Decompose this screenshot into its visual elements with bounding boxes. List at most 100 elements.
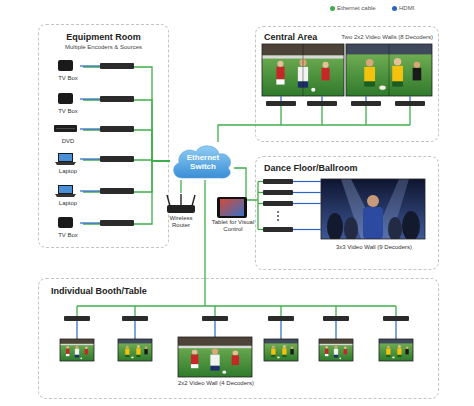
hdmi-cable	[280, 96, 281, 101]
node-label: Laptop	[47, 200, 89, 207]
hdmi-cable	[76, 321, 77, 339]
legend: Ethernet cableHDMI	[0, 0, 474, 20]
laptop-screen	[59, 186, 72, 193]
central-area-walls	[255, 44, 432, 125]
wireless-router: Wireless Router	[162, 193, 200, 231]
ethernet-cable	[257, 182, 258, 230]
node-label: Central Area	[264, 32, 354, 42]
ethernet-cable	[255, 199, 258, 200]
ethernet-connector	[180, 180, 181, 193]
ethernet-cable	[255, 124, 410, 125]
hdmi-cable	[80, 128, 100, 129]
ethernet-connector	[83, 130, 170, 161]
node-sublabel: Two 2x2 Video Walls (8 Decoders)	[313, 34, 433, 41]
node-label: Equipment Room	[39, 32, 168, 42]
area-region: Individual Booth/Table 2x2 Video Wall (4 …	[38, 278, 439, 399]
node-label: Individual Booth/Table	[51, 286, 251, 296]
dance-floor-wall	[255, 179, 425, 241]
tv-box-icon	[58, 93, 73, 104]
source-device: TV Box	[53, 218, 83, 240]
decoder	[263, 227, 293, 232]
tv-box-icon	[58, 217, 73, 228]
ellipsis-dot	[277, 211, 279, 213]
hdmi-cable	[321, 96, 322, 101]
screen-frame	[319, 339, 353, 361]
ethernet-connector	[83, 161, 170, 224]
router-antenna	[192, 195, 195, 206]
hdmi-cable	[80, 190, 100, 191]
decoder	[383, 316, 409, 321]
decoder	[202, 316, 228, 321]
ethernet-cable	[258, 229, 263, 230]
booth-screen	[319, 339, 353, 361]
tablet-screen	[220, 199, 244, 216]
node-label: DVD	[47, 138, 89, 145]
hdmi-cable	[134, 321, 135, 339]
node-label: TV Box	[47, 108, 89, 115]
dvd-icon	[54, 125, 77, 132]
hdmi-cable	[293, 229, 321, 230]
cloud-outline	[174, 146, 231, 178]
ethernet-connector	[83, 160, 170, 161]
node-sublabel: Multiple Encoders & Sources	[39, 44, 168, 51]
hdmi-cable	[80, 222, 100, 223]
screen-frame	[60, 339, 94, 361]
screen-frame	[178, 337, 252, 377]
router-antenna	[167, 195, 170, 206]
node-label: Laptop	[47, 168, 89, 175]
ethernet-cable	[134, 306, 135, 316]
node-label: TV Box	[47, 75, 89, 82]
hdmi-links	[77, 321, 396, 339]
control-tablet: Tablet for Visual Control	[210, 196, 256, 236]
screen-frame	[346, 44, 432, 96]
video-wall-screen	[346, 44, 432, 96]
area-region: Dance Floor/Ballroom 3x3 Video Wall (9 De…	[255, 156, 439, 270]
video-wall-screen	[178, 337, 252, 377]
decoder	[263, 190, 293, 195]
node-label: Dance Floor/Ballroom	[264, 163, 424, 173]
ethernet-connector	[83, 67, 170, 161]
hdmi-cable	[395, 321, 396, 339]
hdmi-cable	[80, 158, 100, 159]
ethernet-cable	[258, 192, 263, 193]
ethernet-cable	[365, 106, 366, 125]
encoder	[100, 126, 134, 132]
ethernet-links	[255, 106, 410, 125]
hdmi-cable	[293, 181, 321, 182]
booth-screen	[264, 339, 298, 361]
node-label: TV Box	[47, 232, 89, 239]
hdmi-cable	[293, 192, 321, 193]
hdmi-cable	[365, 96, 366, 101]
ethernet-cable	[335, 306, 336, 316]
ethernet-switch-cloud: Ethernet Switch	[170, 142, 234, 180]
tablet-icon	[217, 197, 247, 218]
encoder	[100, 220, 134, 226]
booth-screen	[118, 339, 152, 361]
ethernet-cable	[280, 306, 281, 316]
node-label: Wireless Router	[160, 215, 202, 229]
source-device: TV Box	[53, 61, 83, 83]
equipment-encoders	[80, 63, 134, 226]
laptop-base	[55, 162, 76, 165]
router-body	[167, 205, 195, 213]
laptop-base	[55, 194, 76, 197]
laptop-lid	[58, 153, 73, 162]
ethernet-cable	[258, 181, 263, 182]
video-wall: 3x3 Video Wall (9 Decoders)	[322, 180, 426, 258]
node-label: Ethernet Switch	[182, 153, 224, 171]
ethernet-connector	[218, 125, 255, 142]
hdmi-links	[281, 96, 410, 101]
decoder	[268, 316, 294, 321]
ethernet-connector	[204, 180, 205, 278]
decoder	[263, 179, 293, 184]
ethernet-connector	[234, 168, 255, 200]
node-label: 2x2 Video Wall (4 Decoders)	[171, 380, 261, 387]
hdmi-cable	[335, 321, 336, 339]
ethernet-cable	[280, 106, 281, 125]
encoder	[100, 63, 134, 69]
node-label: 3x3 Video Wall (9 Decoders)	[322, 244, 426, 251]
source-icons	[54, 60, 77, 228]
hdmi-cable	[280, 321, 281, 339]
